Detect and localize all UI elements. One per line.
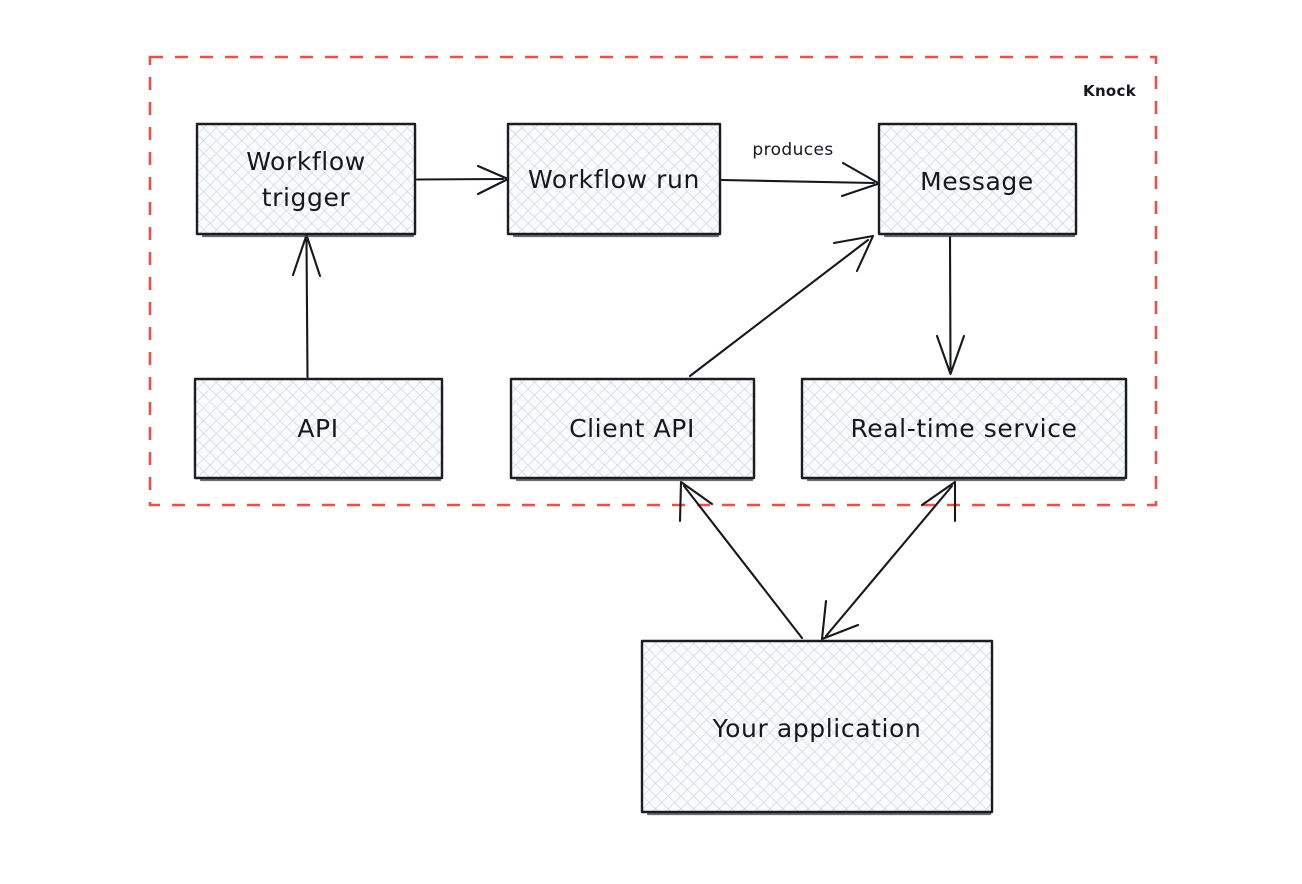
node-workflow-trigger[interactable]: Workflow trigger <box>195 122 417 238</box>
knock-boundary-label: Knock <box>1083 82 1137 100</box>
nodes-group: Workflow trigger Workflow run Message <box>193 122 1128 816</box>
edge-run-to-message: produces <box>720 140 881 198</box>
node-workflow-trigger-label-line2: trigger <box>262 183 351 212</box>
node-api-label: API <box>297 414 338 443</box>
node-your-application-label: Your application <box>712 714 922 743</box>
edge-your-application-to-client-api <box>678 480 804 640</box>
node-message-rect <box>877 122 1078 236</box>
edge-trigger-to-run <box>415 164 510 196</box>
node-your-application[interactable]: Your application <box>640 639 994 816</box>
edges-group: produces <box>291 140 966 641</box>
knock-boundary-group: Knock <box>148 55 1158 507</box>
edge-api-to-trigger <box>291 233 322 379</box>
edge-client-api-to-message <box>688 234 875 378</box>
node-workflow-trigger-label-line1: Workflow <box>246 147 366 176</box>
node-workflow-run-label: Workflow run <box>528 165 700 194</box>
node-client-api[interactable]: Client API <box>509 377 756 482</box>
node-message-label: Message <box>920 167 1034 196</box>
node-api-rect <box>193 377 444 480</box>
node-real-time-service-rect <box>800 377 1128 480</box>
edge-label-produces: produces <box>752 140 833 160</box>
edge-real-time-service-to-your-application <box>820 480 957 641</box>
node-message[interactable]: Message <box>877 122 1078 238</box>
node-workflow-trigger-rect <box>195 122 417 236</box>
node-client-api-label: Client API <box>569 414 695 443</box>
node-workflow-run[interactable]: Workflow run <box>506 122 722 238</box>
node-api[interactable]: API <box>193 377 444 482</box>
node-real-time-service[interactable]: Real-time service <box>800 377 1128 482</box>
knock-boundary-rect <box>148 55 1158 507</box>
node-workflow-run-rect <box>506 122 722 236</box>
node-your-application-rect <box>640 639 994 814</box>
edge-message-to-real-time-service <box>935 235 966 376</box>
node-real-time-service-label: Real-time service <box>850 414 1077 443</box>
node-client-api-rect <box>509 377 756 480</box>
